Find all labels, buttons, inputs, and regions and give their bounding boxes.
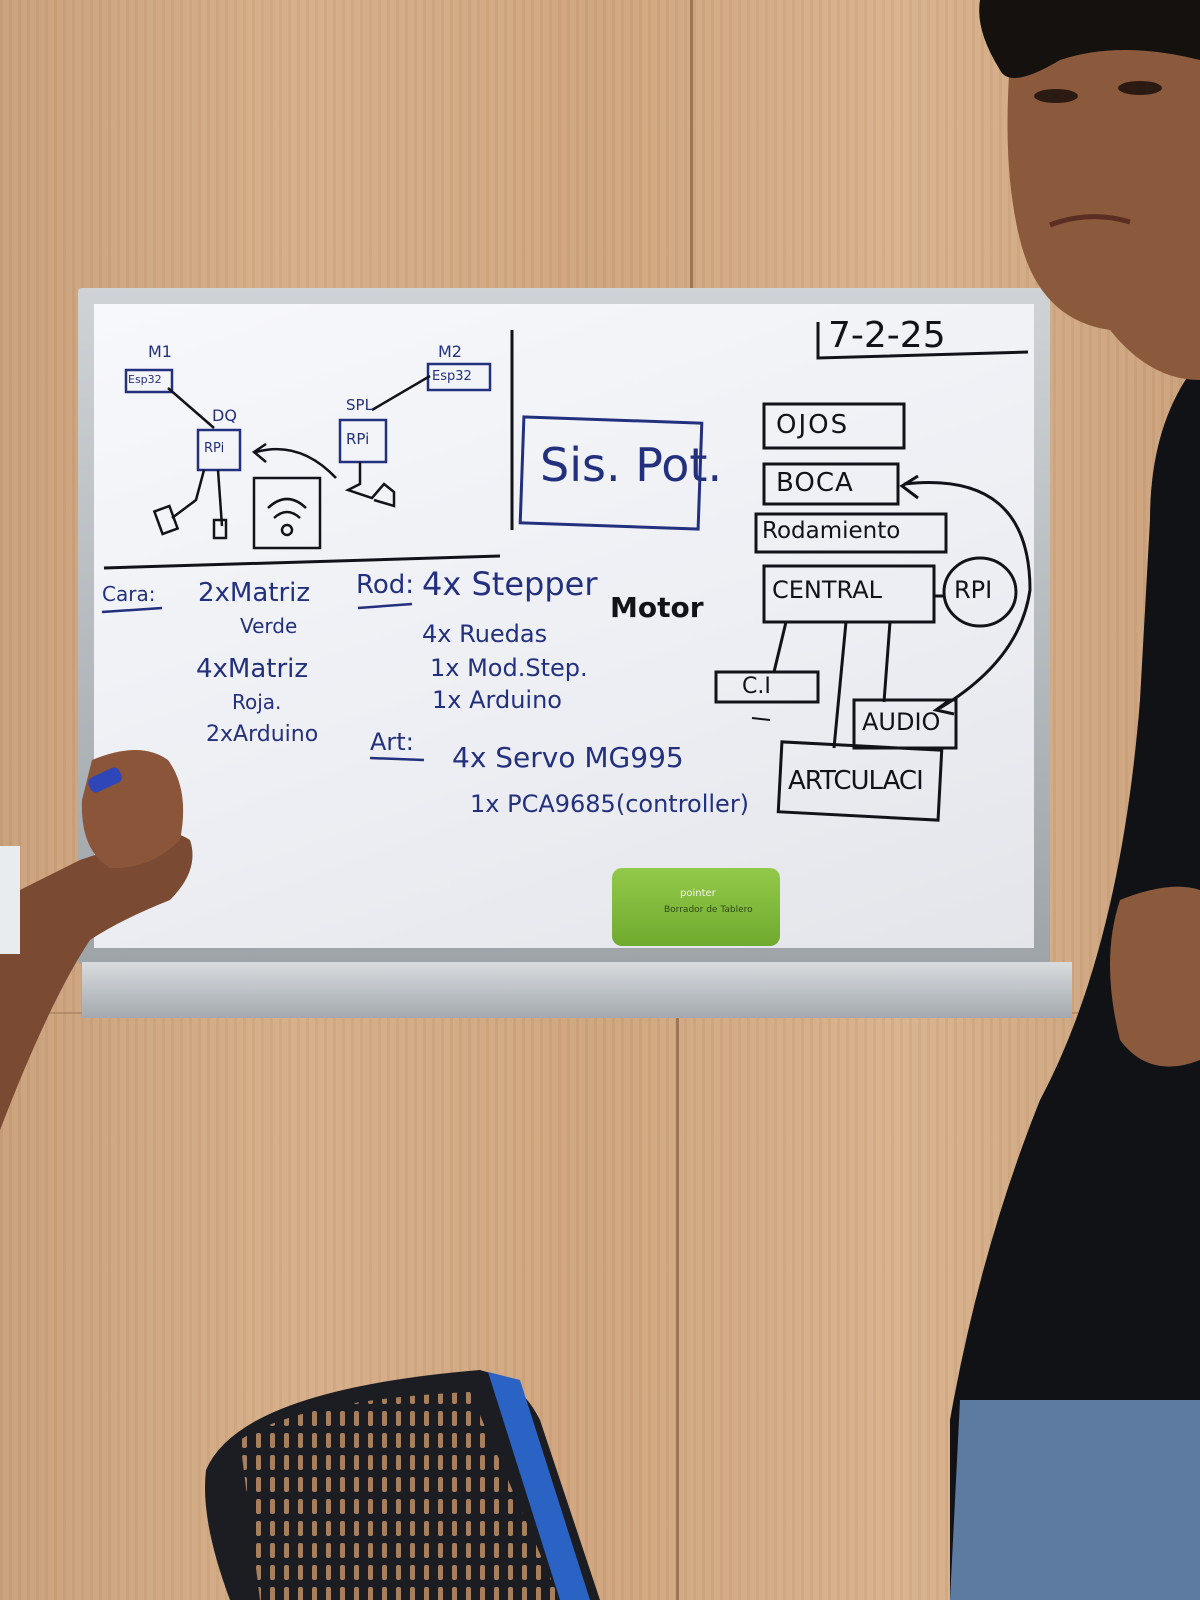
boca-box-outline bbox=[762, 462, 900, 506]
art-heading: Art: bbox=[370, 728, 414, 756]
wall-seam-upper bbox=[690, 0, 693, 300]
whiteboard-eraser[interactable] bbox=[612, 868, 780, 946]
wall-switch bbox=[0, 846, 20, 954]
left-rpi-text: RPi bbox=[204, 441, 225, 456]
articulaci-box-outline bbox=[776, 740, 944, 822]
central-to-ci-line bbox=[772, 621, 788, 673]
wifi-icon-arc1 bbox=[267, 497, 307, 509]
cara-heading: Cara: bbox=[102, 582, 156, 606]
marker-tray bbox=[82, 962, 1072, 1018]
left-rpi-leg2 bbox=[216, 469, 224, 527]
articulaci-label: ARTCULACI bbox=[788, 766, 924, 796]
date-text: 7-2-25 bbox=[828, 315, 946, 356]
boca-label: BOCA bbox=[776, 468, 854, 498]
right-rpi-text: RPi bbox=[346, 430, 370, 448]
chair-tag bbox=[488, 1372, 590, 1600]
central-label: CENTRAL bbox=[772, 576, 883, 604]
right-person-eye-right bbox=[1118, 81, 1162, 95]
cara-line-1: 2xMatriz bbox=[198, 578, 311, 608]
m2-device-text: Esp32 bbox=[432, 369, 472, 384]
left-small-block bbox=[212, 518, 228, 540]
art-line-1: 4x Servo MG995 bbox=[452, 741, 684, 774]
rpi-label: RPI bbox=[954, 576, 993, 604]
whiteboard-surface bbox=[94, 304, 1034, 948]
ojos-label: OJOS bbox=[776, 410, 850, 440]
right-speaker bbox=[344, 462, 396, 508]
rpi-loop-line bbox=[903, 481, 1032, 710]
rod-line-1: 4x Stepper bbox=[422, 565, 598, 603]
m1-box bbox=[124, 368, 174, 394]
rod-heading: Rod: bbox=[356, 570, 415, 600]
eraser-label: Borrador de Tablero bbox=[664, 905, 753, 915]
left-node-label: DQ bbox=[212, 406, 237, 425]
ci-box-outline bbox=[714, 670, 820, 704]
right-person-jeans bbox=[950, 1400, 1200, 1600]
left-person-arm bbox=[0, 832, 193, 1130]
m1-label: M1 bbox=[148, 342, 172, 361]
right-person-hand bbox=[1110, 886, 1200, 1067]
m1-to-rpi-arrow bbox=[167, 387, 215, 429]
right-person-eye-left bbox=[1034, 89, 1078, 103]
ojos-box-outline bbox=[762, 402, 906, 450]
rod-line-4: 1x Arduino bbox=[432, 686, 562, 714]
m2-label: M2 bbox=[438, 342, 462, 361]
art-line-2: 1x PCA9685(controller) bbox=[470, 790, 750, 818]
cara-line-2: Verde bbox=[240, 614, 298, 638]
rod-line-3: 1x Mod.Step. bbox=[430, 654, 588, 682]
cara-line-3: 4xMatriz bbox=[196, 654, 309, 684]
central-box-outline bbox=[762, 564, 936, 624]
right-node-label: SPL bbox=[346, 396, 373, 414]
wall-seam-lower bbox=[676, 1018, 679, 1600]
cara-line-5: 2xArduino bbox=[206, 722, 319, 747]
chair-mesh bbox=[240, 1392, 560, 1600]
right-person-shirt bbox=[950, 360, 1200, 1600]
board-divider-horizontal bbox=[103, 554, 501, 570]
rpi-circle bbox=[942, 556, 1018, 628]
eraser-brand: pointer bbox=[680, 888, 716, 899]
rod-line-1-extra: Motor bbox=[610, 591, 704, 624]
wifi-to-rpi-arrow bbox=[255, 447, 337, 479]
left-rpi-leg1 bbox=[171, 469, 206, 519]
rodamiento-box-outline bbox=[754, 512, 948, 554]
wifi-icon-arc2 bbox=[273, 510, 301, 519]
marker-pen bbox=[88, 767, 122, 793]
date-box-outline bbox=[816, 322, 1029, 360]
rod-line-2: 4x Ruedas bbox=[422, 620, 548, 648]
ci-label: C.I bbox=[742, 674, 771, 699]
wifi-icon-dot bbox=[280, 523, 294, 537]
m1-device-text: Esp32 bbox=[128, 373, 162, 386]
central-to-articulaci-line bbox=[832, 621, 848, 749]
sis-pot-text: Sis. Pot. bbox=[540, 438, 723, 492]
left-person-hand bbox=[81, 750, 184, 869]
m2-to-rpi-arrow bbox=[371, 374, 431, 412]
right-rpi-box bbox=[338, 418, 388, 464]
wifi-box bbox=[252, 476, 322, 550]
right-person-hair bbox=[979, 0, 1200, 78]
sis-pot-box-outline bbox=[518, 415, 704, 531]
right-person-mouth bbox=[1049, 214, 1131, 228]
cara-line-4: Roja. bbox=[232, 690, 282, 714]
left-speaker bbox=[152, 504, 180, 536]
central-to-audio-line bbox=[882, 621, 892, 703]
rodamiento-label: Rodamiento bbox=[762, 518, 901, 544]
audio-label: AUDIO bbox=[862, 708, 941, 736]
